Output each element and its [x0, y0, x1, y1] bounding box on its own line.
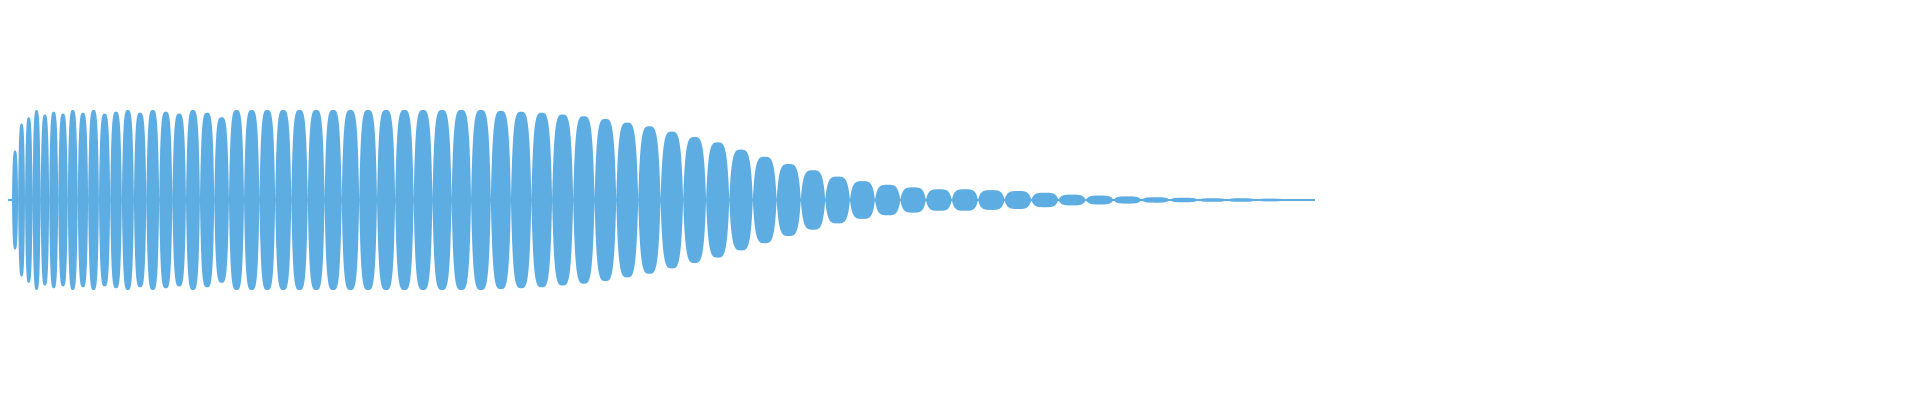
waveform-lobes: [8, 110, 1315, 290]
